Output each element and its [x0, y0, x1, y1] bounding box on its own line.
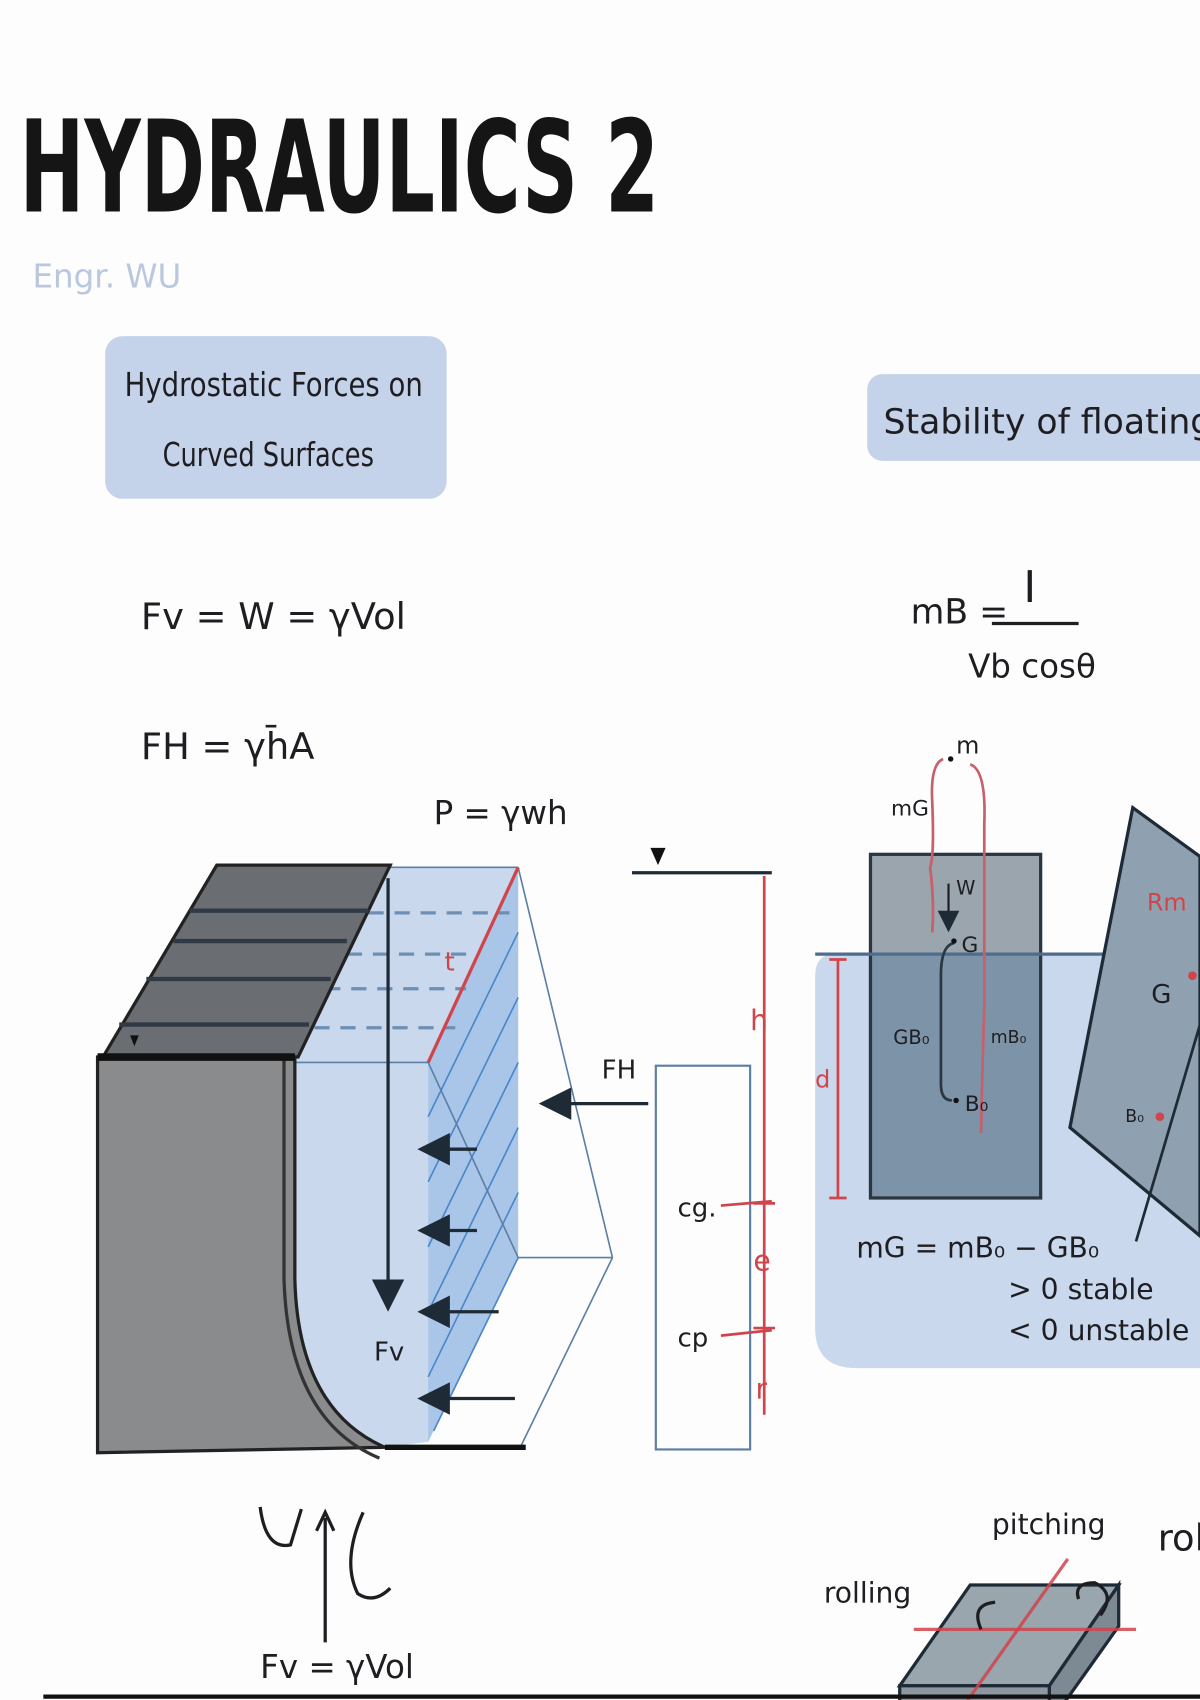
- label-roll-right: roll: [1158, 1516, 1200, 1559]
- projection-diagram: [631, 847, 776, 1451]
- stability-diagram: [815, 756, 1200, 1369]
- label-b0: B₀: [965, 1092, 989, 1117]
- label-cg: cg.: [678, 1193, 717, 1223]
- label-fv: Fv: [374, 1338, 404, 1368]
- label-pitching: pitching: [992, 1508, 1106, 1541]
- label-h: h: [750, 1004, 768, 1037]
- svg-text:I: I: [1023, 563, 1036, 613]
- formula-fh: FH = γh̄A: [141, 724, 315, 768]
- label-m: m: [956, 732, 979, 760]
- label-w: W: [956, 876, 975, 899]
- label-rm: Rm: [1147, 889, 1187, 917]
- formula-p: P = γwh: [434, 794, 568, 832]
- label-b02: B₀: [1125, 1107, 1144, 1127]
- label-d: d: [815, 1065, 830, 1093]
- author-label: Engr. WU: [33, 257, 182, 295]
- label-gb0: GB₀: [893, 1026, 929, 1049]
- svg-text:Stability of floating bo: Stability of floating bo: [883, 403, 1200, 443]
- label-r: r: [756, 1373, 768, 1406]
- label-g2: G: [1151, 980, 1171, 1010]
- buoyancy-arrows: [258, 1506, 392, 1643]
- formula-mb: mB = I Vb cosθ: [911, 563, 1096, 686]
- svg-text:Hydrostatic Forces on: Hydrostatic Forces on: [125, 366, 423, 404]
- label-t: t: [444, 947, 454, 977]
- label-g: G: [962, 933, 979, 958]
- stable-label: > 0 stable: [1008, 1273, 1153, 1306]
- label-e: e: [753, 1245, 770, 1278]
- label-mb0: mB₀: [991, 1028, 1027, 1048]
- page-title: HYDRAULICS 2: [20, 94, 660, 243]
- floating-box: [896, 1558, 1137, 1700]
- heading-stability: Stability of floating bo: [867, 374, 1200, 461]
- label-mg: mG: [891, 796, 929, 821]
- unstable-label: < 0 unstable: [1008, 1314, 1189, 1347]
- formula-fv-bottom: Fv = γVol: [260, 1648, 414, 1686]
- formula-fv: Fv = W = γVol: [141, 595, 406, 638]
- stability-criterion: mG = mB₀ − GB₀: [856, 1232, 1099, 1265]
- svg-text:mB =: mB =: [911, 592, 1009, 632]
- label-rolling: rolling: [824, 1576, 911, 1609]
- svg-text:Vb cosθ: Vb cosθ: [968, 648, 1096, 686]
- svg-text:Curved Surfaces: Curved Surfaces: [163, 436, 374, 474]
- label-fh: FH: [602, 1056, 637, 1086]
- heading-curved-surfaces: Hydrostatic Forces on Curved Surfaces: [105, 336, 447, 499]
- label-cp: cp: [678, 1323, 709, 1353]
- curved-surface-diagram: [95, 863, 649, 1460]
